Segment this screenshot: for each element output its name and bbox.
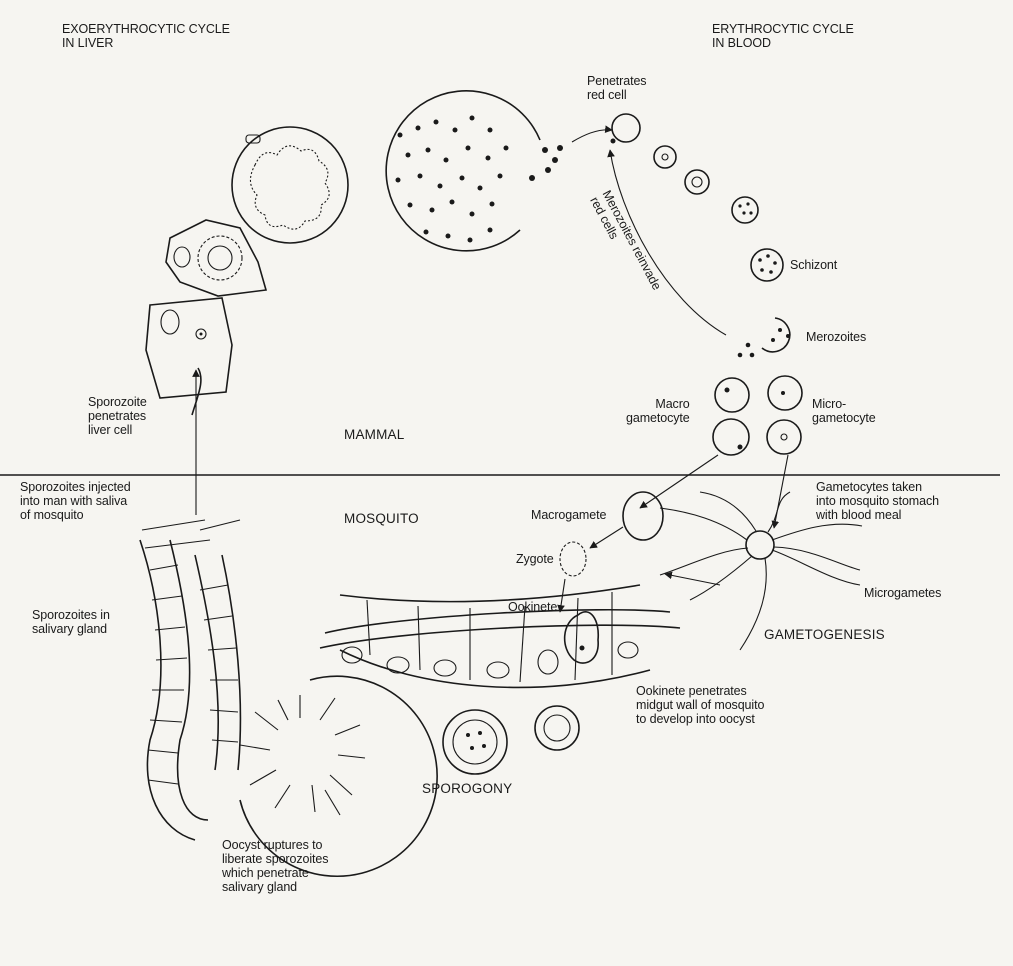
sporozoites-radiating bbox=[240, 695, 365, 815]
liver-cell-2 bbox=[166, 220, 266, 296]
sporogony-label: SPOROGONY bbox=[422, 782, 512, 796]
ookinete-label: Ookinete bbox=[508, 600, 557, 614]
liver-cycle-heading: EXOERYTHROCYTIC CYCLE IN LIVER bbox=[62, 22, 230, 50]
liver-schizont bbox=[232, 127, 348, 243]
liver-cell-1 bbox=[146, 298, 232, 398]
macrogametocyte-label: Macro gametocyte bbox=[626, 397, 690, 425]
schizont-cell bbox=[751, 249, 783, 281]
oocyst-small bbox=[535, 706, 579, 750]
macrogametocyte-cell-1 bbox=[715, 378, 749, 412]
zygote-label: Zygote bbox=[516, 552, 554, 566]
zygote-cell bbox=[560, 542, 586, 576]
merozoites-label: Merozoites bbox=[806, 330, 866, 344]
sporozoites-injected-label: Sporozoites injected into man with saliv… bbox=[20, 480, 131, 522]
mammal-region-label: MAMMAL bbox=[344, 428, 404, 442]
microgametes-label: Microgametes bbox=[864, 586, 941, 600]
schizont-label: Schizont bbox=[790, 258, 837, 272]
midgut-wall bbox=[320, 585, 680, 687]
gametogenesis-label: GAMETOGENESIS bbox=[764, 628, 885, 642]
sporozoite-penetrates-label: Sporozoite penetrates liver cell bbox=[88, 395, 147, 437]
blood-cycle-heading: ERYTHROCYTIC CYCLE IN BLOOD bbox=[712, 22, 854, 50]
ookinete-penetrates-label: Ookinete penetrates midgut wall of mosqu… bbox=[636, 684, 764, 726]
oocyst-ruptures-label: Oocyst ruptures to liberate sporozoites … bbox=[222, 838, 328, 894]
merozoite-rupture bbox=[762, 318, 790, 352]
macrogamete-label: Macrogamete bbox=[531, 508, 606, 522]
microgametocyte-exflagellating bbox=[746, 531, 774, 559]
gametocytes-taken-label: Gametocytes taken into mosquito stomach … bbox=[816, 480, 939, 522]
mosquito-region-label: MOSQUITO bbox=[344, 512, 419, 526]
macrogamete-cell bbox=[623, 492, 663, 540]
red-cell-invaded bbox=[612, 114, 640, 142]
microgametocyte-label: Micro- gametocyte bbox=[812, 397, 876, 425]
penetrates-red-cell-label: Penetrates red cell bbox=[587, 74, 646, 102]
sporozoites-salivary-label: Sporozoites in salivary gland bbox=[32, 608, 110, 636]
rupturing-liver-cell bbox=[386, 91, 540, 251]
salivary-gland bbox=[140, 520, 240, 840]
